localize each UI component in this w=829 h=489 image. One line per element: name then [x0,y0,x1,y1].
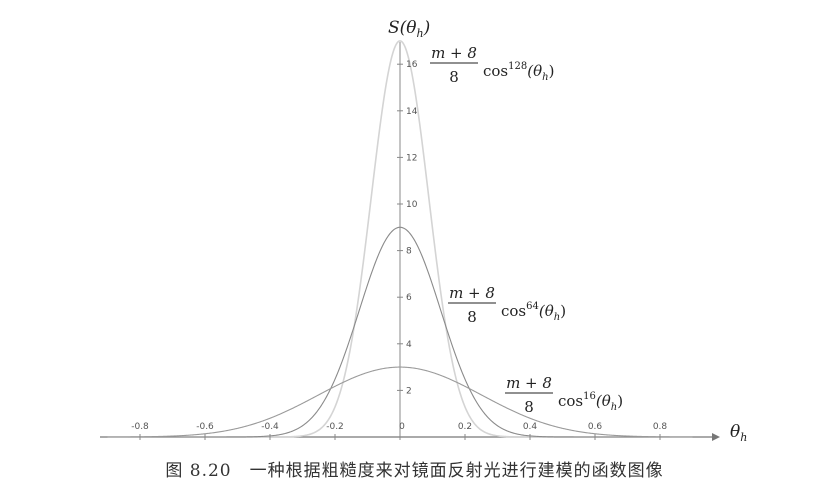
x-tick-label: -0.8 [131,422,149,432]
label-function: cos16(θh) [558,391,623,413]
label-function: cos64(θh) [501,301,566,323]
y-tick-label: 8 [406,247,412,257]
label-function: cos128(θh) [483,61,554,83]
x-tick-label: 0.6 [588,422,603,432]
y-tick-label: 6 [406,293,412,303]
label-numerator: m + 8 [449,284,495,302]
ticks: -0.8 -0.6 -0.4 -0.2 0 0.2 0.4 0.6 0.8 2 4 6 8 10 12 14 1… [131,60,667,440]
series-label-m16: m + 8 8 cos16(θh) [505,374,623,416]
x-axis-arrow [712,433,720,441]
axes [100,42,720,441]
y-axis-label: S(θh) [388,18,430,40]
y-tick-label: 4 [406,340,412,350]
x-axis-label: θh [730,422,747,444]
x-tick-label: -0.2 [326,422,344,432]
y-tick-label: 2 [406,386,412,396]
x-tick-label: -0.6 [196,422,214,432]
series-line-m16 [107,366,693,438]
x-tick-label: 0.2 [458,422,472,432]
chart: -0.8 -0.6 -0.4 -0.2 0 0.2 0.4 0.6 0.8 2 4 6 8 10 12 14 1… [100,18,747,444]
label-denominator: 8 [449,68,459,86]
label-denominator: 8 [524,398,534,416]
y-tick-label: 12 [406,153,417,163]
x-tick-label: 0.8 [653,422,668,432]
x-tick-label: 0 [399,422,405,432]
y-tick-label: 16 [406,60,418,70]
y-tick-label: 10 [406,200,418,210]
x-tick-label: -0.4 [261,422,279,432]
series-label-m64: m + 8 8 cos64(θh) [448,284,566,326]
figure-caption: 图 8.20 一种根据粗糙度来对镜面反射光进行建模的函数图像 [165,461,664,481]
label-numerator: m + 8 [506,374,552,392]
x-tick-label: 0.4 [523,422,538,432]
series-label-m128: m + 8 8 cos128(θh) [430,44,554,86]
label-numerator: m + 8 [431,44,477,62]
y-tick-label: 14 [406,107,418,117]
label-denominator: 8 [467,308,477,326]
